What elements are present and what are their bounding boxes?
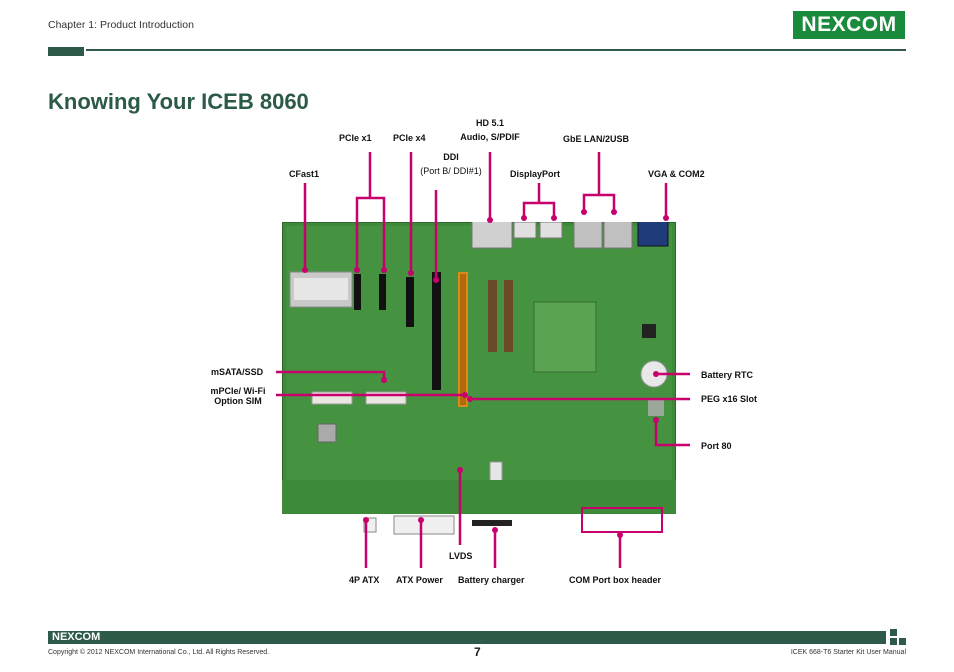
label-4p-atx: 4P ATX <box>349 575 380 585</box>
label-msata: mSATA/SSD <box>211 367 264 377</box>
footer-bar <box>48 631 886 644</box>
copyright: Copyright © 2012 NEXCOM International Co… <box>48 649 270 656</box>
label-atx-power: ATX Power <box>396 575 443 585</box>
nexcom-logo: NEXCOM <box>793 11 905 39</box>
nexcom-logo-text: NEXCOM <box>801 13 897 36</box>
footer-square-icon <box>890 638 897 645</box>
label-cfast: CFast1 <box>289 169 320 179</box>
label-pcie-x1: PCIe x1 <box>339 133 372 143</box>
footer-square-icon <box>899 638 906 645</box>
label-displayport: DisplayPort <box>510 169 561 179</box>
label-peg-slot: PEG x16 Slot <box>701 394 758 404</box>
label-gbe-lan: GbE LAN/2USB <box>563 134 630 144</box>
label-lvds: LVDS <box>449 551 473 561</box>
manual-name: ICEK 668-T6 Starter Kit User Manual <box>790 649 906 656</box>
footer-square-icon <box>890 629 897 636</box>
motherboard-image <box>282 222 676 514</box>
label-port80: Port 80 <box>701 441 732 451</box>
label-hd51-line2: Audio, S/PDIF <box>460 132 520 142</box>
header-divider <box>86 49 906 51</box>
page-title: Knowing Your ICEB 8060 <box>48 89 309 114</box>
label-mpcie-line1: mPCIe/ Wi-Fi <box>210 386 266 396</box>
label-hd51-line1: HD 5.1 <box>475 118 504 128</box>
page-number: 7 <box>474 645 481 659</box>
label-battery-charger: Battery charger <box>458 575 525 585</box>
label-mpcie: mPCIe/ Wi-Fi Option SIM <box>201 386 275 406</box>
label-battery-rtc: Battery RTC <box>701 370 754 380</box>
label-ddi: DDI (Port B/ DDI#1) <box>404 152 498 176</box>
label-hd51: HD 5.1 Audio, S/PDIF <box>455 118 525 142</box>
header-accent-block <box>48 47 84 56</box>
footer-logo: NEXCOM <box>52 631 101 643</box>
label-ddi-line1: DDI <box>443 152 459 162</box>
chapter-heading: Chapter 1: Product Introduction <box>48 19 194 31</box>
label-vga-com2: VGA & COM2 <box>648 169 705 179</box>
label-pcie-x4: PCIe x4 <box>393 133 426 143</box>
label-com-port: COM Port box header <box>569 575 662 585</box>
label-ddi-line2: (Port B/ DDI#1) <box>420 166 482 176</box>
label-mpcie-line2: Option SIM <box>214 396 262 406</box>
